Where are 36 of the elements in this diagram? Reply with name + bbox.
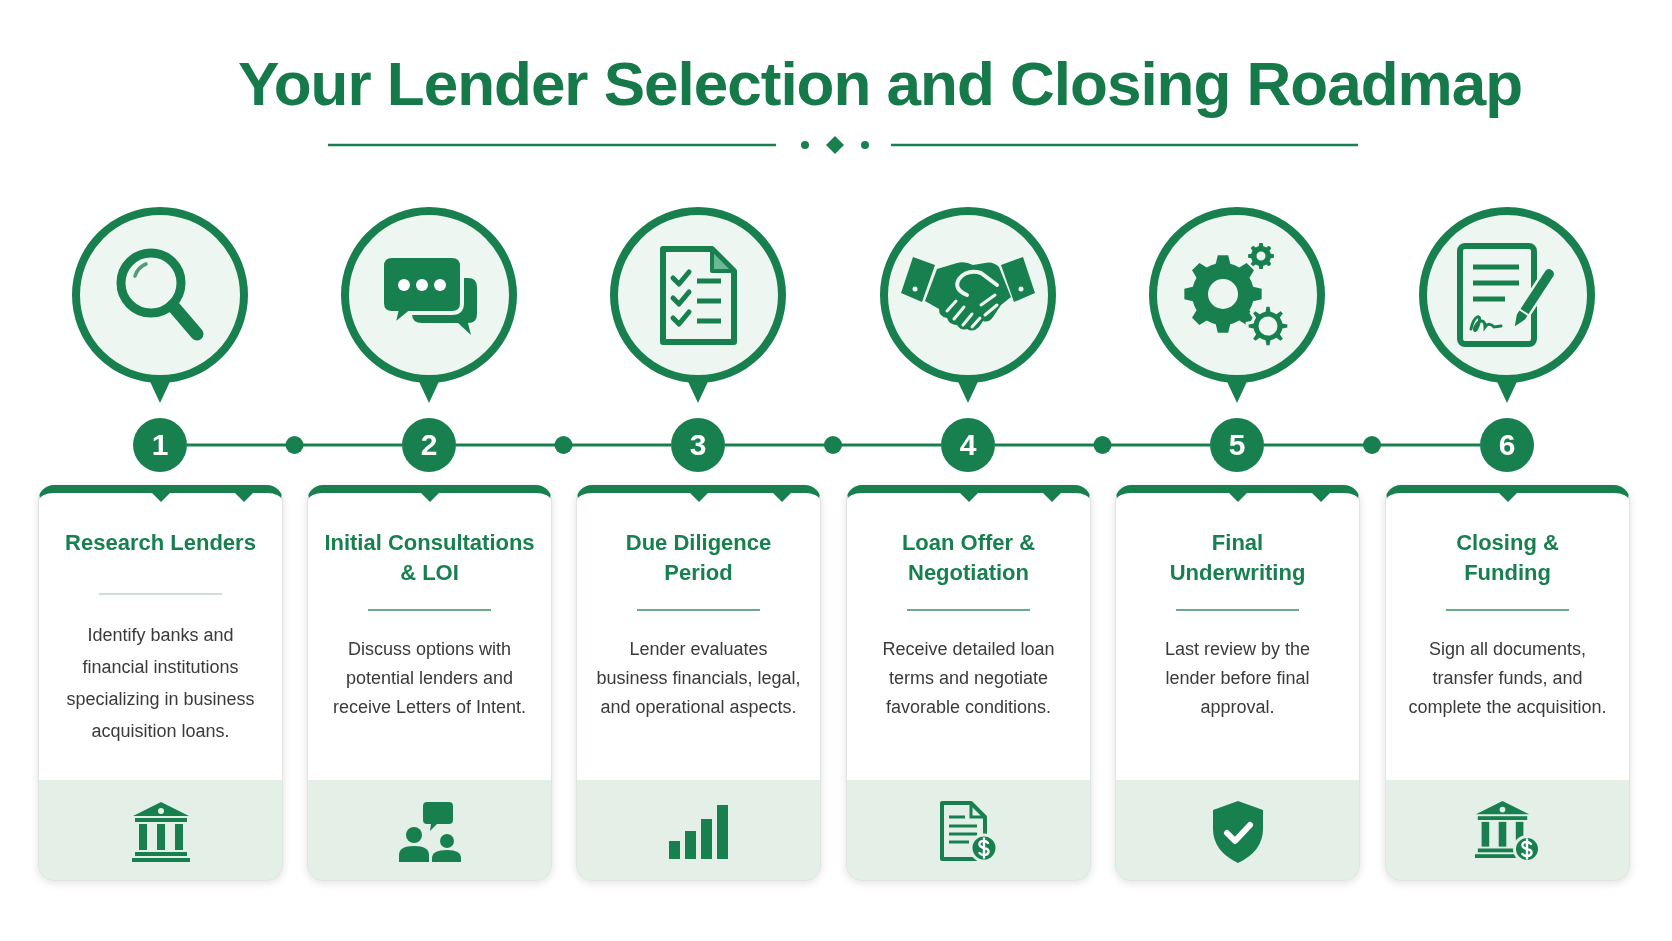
icon-bubble	[341, 207, 517, 403]
step-title: Initial Consultations & LOI	[323, 529, 536, 587]
connector-line	[456, 443, 671, 447]
step-title: Due Diligence Period	[624, 529, 773, 587]
step-title: Loan Offer & Negotiation	[900, 529, 1037, 587]
step-title: Closing & Funding	[1455, 529, 1560, 587]
step-number: 6	[1480, 418, 1534, 472]
step-description: Receive detailed loan terms and negotiate favorable conditions.	[881, 638, 1056, 719]
icon-bubble	[610, 207, 786, 403]
step-description: Identify banks and financial institutions specializing in business acquisition loans.	[65, 624, 256, 743]
step-description: Last review by the lender before final approval.	[1164, 638, 1311, 719]
icon-bubble	[1149, 207, 1325, 403]
step-description: Sign all documents, transfer funds, and complete the acquisition.	[1407, 638, 1608, 719]
step-card	[576, 485, 821, 881]
step-description: Lender evaluates business financials, legal, and operational aspects.	[595, 638, 802, 719]
step-number: 5	[1210, 418, 1264, 472]
step-card	[1385, 485, 1630, 881]
step-card	[1115, 485, 1360, 881]
connector-line	[725, 443, 941, 447]
step-title: Research Lenders	[65, 529, 256, 557]
step-card	[846, 485, 1091, 881]
step-card	[307, 485, 552, 881]
icon-bubble	[72, 207, 248, 403]
icon-bubble	[1419, 207, 1595, 403]
connector-line	[187, 443, 402, 447]
step-title: Final Underwriting	[1168, 529, 1307, 587]
step-number: 2	[402, 418, 456, 472]
step-number: 3	[671, 418, 725, 472]
page-title: Your Lender Selection and Closing Roadmap	[237, 49, 1523, 119]
step-number: 4	[941, 418, 995, 472]
step-description: Discuss options with potential lenders and receive Letters of Intent.	[331, 638, 528, 719]
step-card	[38, 485, 283, 881]
step-number: 1	[133, 418, 187, 472]
connector-line	[1264, 443, 1480, 447]
connector-line	[995, 443, 1210, 447]
icon-bubble	[880, 207, 1056, 403]
